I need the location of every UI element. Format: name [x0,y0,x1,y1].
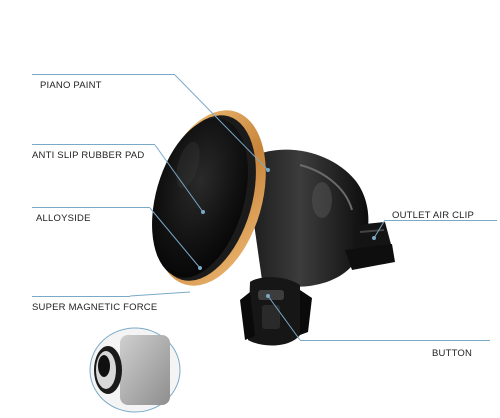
callout-line-anti-slip [32,144,155,145]
callout-line-alloyside [32,207,150,208]
callout-line-piano-paint [32,74,175,75]
magnetic-force-inset [89,327,181,413]
callout-line-outlet-air-clip [385,220,497,221]
button-assembly [240,277,312,346]
callout-line-super-magnetic [32,296,130,297]
magnetic-face [152,110,266,286]
label-button: BUTTON [432,348,473,359]
label-alloyside: ALLOYSIDE [36,213,91,224]
label-piano-paint: PIANO PAINT [40,80,102,91]
label-anti-slip-rubber-pad: ANTI SLIP RUBBER PAD [32,150,145,161]
label-outlet-air-clip: OUTLET AIR CLIP [392,210,475,221]
label-super-magnetic-force: SUPER MAGNETIC FORCE [32,302,158,313]
mount-body [245,149,369,287]
callout-line-button [300,340,490,341]
